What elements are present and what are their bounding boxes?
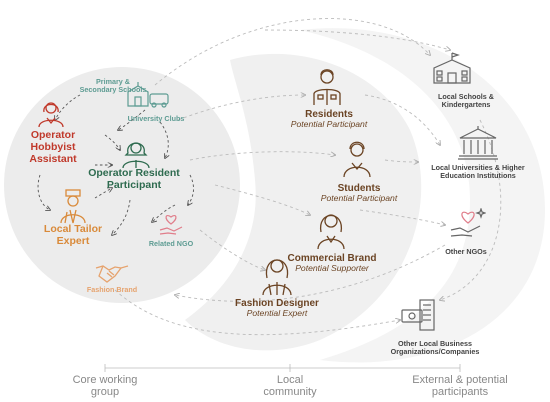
commercial-brand-icon [317,214,345,250]
other-ngos-icon [450,208,486,237]
operator-resident-label: Operator Resident Participant [88,167,180,191]
other-business-label: Other Local Business Organizations/Compa… [390,339,480,357]
business-icon [401,299,435,331]
other-ngos-label: Other NGOs [445,247,487,256]
students-icon [343,141,371,178]
local-tailor-label: Local Tailor Expert [43,223,103,247]
axis-core-label: Core working group [72,374,138,399]
axis-local-label: Local community [263,374,317,399]
community-zone [185,53,422,351]
local-school-icon [433,52,471,84]
students-label: Students Potential Participant [320,183,398,204]
operator-hobbyist-label: Operator Hobbyist Assistant [29,129,77,165]
handshake-icon [95,265,129,283]
fashion-brand-label: Fashion Brand [86,285,138,294]
commercial-brand-label: Commercial Brand Potential Supporter [287,253,377,274]
fashion-designer-icon [262,259,292,296]
operator-resident-icon [122,142,150,169]
local-tailor-icon [60,189,86,224]
fashion-designer-label: Fashion Designer Potential Expert [235,298,319,319]
core-arrows [37,94,194,235]
outer-arrows [114,18,502,336]
primary-schools-label: Primary & Secondary Schools [79,77,147,95]
university-clubs-label: University Clubs [127,114,185,123]
bottom-axis [104,364,461,372]
residents-icon [313,69,341,105]
related-ngo-label: Related NGO [148,239,194,248]
local-schools-label: Local Schools & Kindergartens [438,92,494,110]
school-bus-icon [127,82,169,108]
external-zone [300,28,545,363]
universities-label: Local Universities & Higher Education In… [431,163,525,181]
operator-hobbyist-icon [38,102,64,128]
axis-external-label: External & potential participants [412,374,508,399]
related-ngo-icon [159,214,183,235]
university-icon [458,126,498,160]
residents-label: Residents Potential Participant [290,109,368,130]
